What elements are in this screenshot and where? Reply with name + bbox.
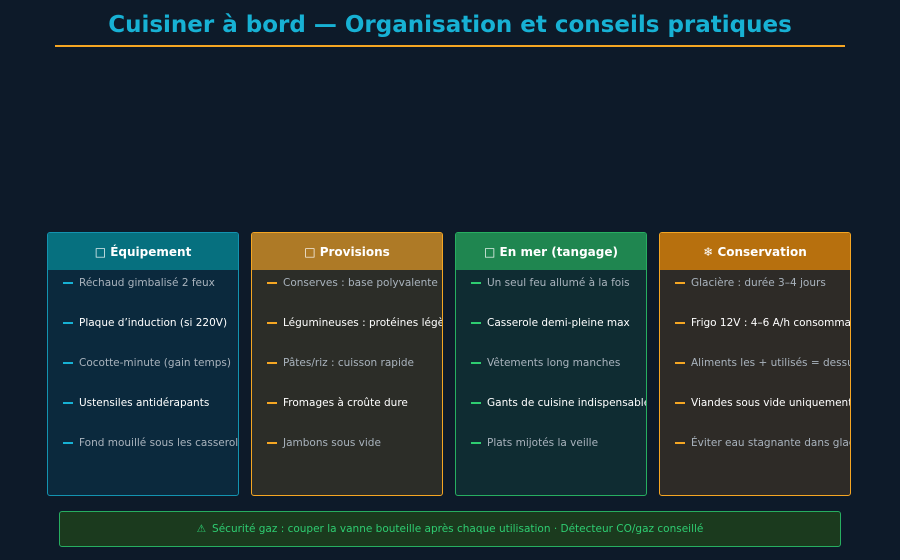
dash-bullet-icon [471, 322, 481, 324]
list-item-text: Ustensiles antidérapants [79, 397, 210, 409]
list-item-text: Casserole demi-pleine max [487, 317, 630, 329]
list-item: Plaque d’induction (si 220V) [63, 317, 227, 329]
list-item-text: Fond mouillé sous les casseroles [79, 437, 239, 449]
card-list-conservation: Glacière : durée 3–4 jours Frigo 12V : 4… [660, 270, 851, 495]
dash-bullet-icon [471, 282, 481, 284]
list-item: Viandes sous vide uniquement [675, 397, 851, 409]
card-conservation: ❄ Conservation Glacière : durée 3–4 jour… [659, 232, 851, 496]
list-item: Fromages à croûte dure [267, 397, 408, 409]
card-provisions: □ Provisions Conserves : base polyvalent… [251, 232, 443, 496]
list-item: Gants de cuisine indispensables [471, 397, 647, 409]
dash-bullet-icon [471, 402, 481, 404]
list-item-text: Conserves : base polyvalente [283, 277, 438, 289]
list-item-text: Réchaud gimbalisé 2 feux [79, 277, 215, 289]
dash-bullet-icon [63, 322, 73, 324]
list-item: Ustensiles antidérapants [63, 397, 209, 409]
list-item-text: Frigo 12V : 4–6 A/h consommation [691, 317, 851, 329]
list-item: Réchaud gimbalisé 2 feux [63, 277, 215, 289]
dash-bullet-icon [63, 362, 73, 364]
snowflake-icon: ❄ [703, 244, 714, 259]
card-header-equipement: □ Équipement [48, 233, 238, 270]
list-item-text: Jambons sous vide [283, 437, 381, 449]
list-item-text: Vêtements long manches [487, 357, 621, 369]
card-list-en-mer: Un seul feu allumé à la fois Casserole d… [456, 270, 647, 495]
list-item: Légumineuses : protéines légères [267, 317, 443, 329]
list-item-text: Plats mijotés la veille [487, 437, 599, 449]
card-list-provisions: Conserves : base polyvalente Légumineuse… [252, 270, 443, 495]
card-equipement: □ Équipement Réchaud gimbalisé 2 feux Pl… [47, 232, 239, 496]
list-item-text: Viandes sous vide uniquement [691, 397, 851, 409]
list-item-text: Pâtes/riz : cuisson rapide [283, 357, 414, 369]
list-item-text: Glacière : durée 3–4 jours [691, 277, 826, 289]
dash-bullet-icon [63, 442, 73, 444]
list-item: Plats mijotés la veille [471, 437, 598, 449]
safety-banner: ⚠ Sécurité gaz : couper la vanne bouteil… [59, 511, 841, 547]
equipment-icon: □ [94, 244, 107, 259]
list-item: Un seul feu allumé à la fois [471, 277, 630, 289]
dash-bullet-icon [267, 362, 277, 364]
dash-bullet-icon [471, 362, 481, 364]
list-item-text: Aliments les + utilisés = dessus [691, 357, 851, 369]
dash-bullet-icon [63, 282, 73, 284]
card-list-equipement: Réchaud gimbalisé 2 feux Plaque d’induct… [48, 270, 239, 495]
list-item: Glacière : durée 3–4 jours [675, 277, 826, 289]
list-item: Fond mouillé sous les casseroles [63, 437, 239, 449]
dash-bullet-icon [63, 402, 73, 404]
dash-bullet-icon [675, 442, 685, 444]
sea-icon: □ [484, 244, 496, 259]
card-title-equipement: Équipement [110, 244, 192, 259]
dash-bullet-icon [267, 442, 277, 444]
dash-bullet-icon [675, 322, 685, 324]
list-item-text: Légumineuses : protéines légères [283, 317, 443, 329]
list-item-text: Cocotte-minute (gain temps) [79, 357, 231, 369]
page-title: Cuisiner à bord — Organisation et consei… [108, 12, 792, 38]
list-item: Aliments les + utilisés = dessus [675, 357, 851, 369]
dash-bullet-icon [267, 402, 277, 404]
list-item-text: Éviter eau stagnante dans glacière [691, 437, 850, 449]
list-item-text: Fromages à croûte dure [283, 397, 408, 409]
list-item: Frigo 12V : 4–6 A/h consommation [675, 317, 851, 329]
list-item-text: Plaque d’induction (si 220V) [79, 317, 228, 329]
list-item: Conserves : base polyvalente [267, 277, 438, 289]
card-header-conservation: ❄ Conservation [660, 233, 850, 270]
dash-bullet-icon [675, 362, 685, 364]
card-header-en-mer: □ En mer (tangage) [456, 233, 646, 270]
warning-icon: ⚠ [196, 523, 207, 535]
list-item-text: Gants de cuisine indispensables [487, 397, 647, 409]
dash-bullet-icon [267, 282, 277, 284]
card-title-provisions: Provisions [319, 244, 390, 259]
safety-banner-text: Sécurité gaz : couper la vanne bouteille… [212, 523, 704, 535]
list-item: Pâtes/riz : cuisson rapide [267, 357, 414, 369]
card-en-mer: □ En mer (tangage) Un seul feu allumé à … [455, 232, 647, 496]
title-underline [55, 45, 845, 47]
list-item: Éviter eau stagnante dans glacière [675, 437, 850, 449]
list-item: Jambons sous vide [267, 437, 381, 449]
list-item: Cocotte-minute (gain temps) [63, 357, 231, 369]
card-header-provisions: □ Provisions [252, 233, 442, 270]
list-item-text: Un seul feu allumé à la fois [487, 277, 630, 289]
dash-bullet-icon [675, 282, 685, 284]
dash-bullet-icon [267, 322, 277, 324]
list-item: Casserole demi-pleine max [471, 317, 630, 329]
list-item: Vêtements long manches [471, 357, 620, 369]
card-title-en-mer: En mer (tangage) [499, 244, 618, 259]
provisions-icon: □ [304, 244, 316, 259]
dash-bullet-icon [471, 442, 481, 444]
card-title-conservation: Conservation [717, 244, 807, 259]
dash-bullet-icon [675, 402, 685, 404]
